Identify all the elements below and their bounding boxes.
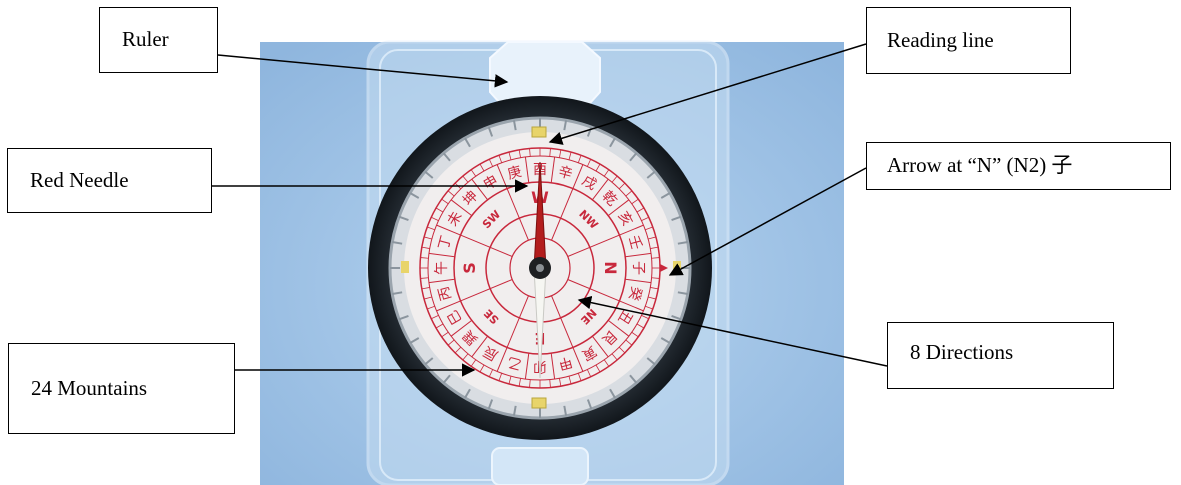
label-red-needle-text: Red Needle <box>30 169 129 192</box>
bottom-tab <box>492 448 588 485</box>
label-arrow-at-n: Arrow at “N” (N2) 子 <box>866 142 1171 190</box>
label-8-directions-text: 8 Directions <box>910 341 1013 364</box>
direction-label: S <box>460 262 479 274</box>
label-24-mountains: 24 Mountains <box>8 343 235 434</box>
label-arrow-at-n-text: Arrow at “N” (N2) 子 <box>887 154 1072 177</box>
compass-photo: 壬子癸丑艮寅甲卯乙辰巽巳丙午丁未坤申庚酉辛戌乾亥 NNEESESSWWNW <box>260 42 844 485</box>
label-reading-line: Reading line <box>866 7 1071 74</box>
label-8-directions: 8 Directions <box>887 322 1114 389</box>
label-reading-line-text: Reading line <box>887 29 994 52</box>
label-red-needle: Red Needle <box>7 148 212 213</box>
label-24-mountains-text: 24 Mountains <box>31 377 147 400</box>
reading-line-mark-bottom <box>532 398 546 408</box>
mountain-label: 午 <box>434 261 450 275</box>
mountain-label: 子 <box>630 261 646 275</box>
label-ruler: Ruler <box>99 7 218 73</box>
direction-label: N <box>601 261 620 274</box>
label-ruler-text: Ruler <box>122 28 169 51</box>
pivot-center <box>536 264 544 272</box>
reading-line-mark <box>532 127 546 137</box>
side-mark-left <box>401 261 409 273</box>
